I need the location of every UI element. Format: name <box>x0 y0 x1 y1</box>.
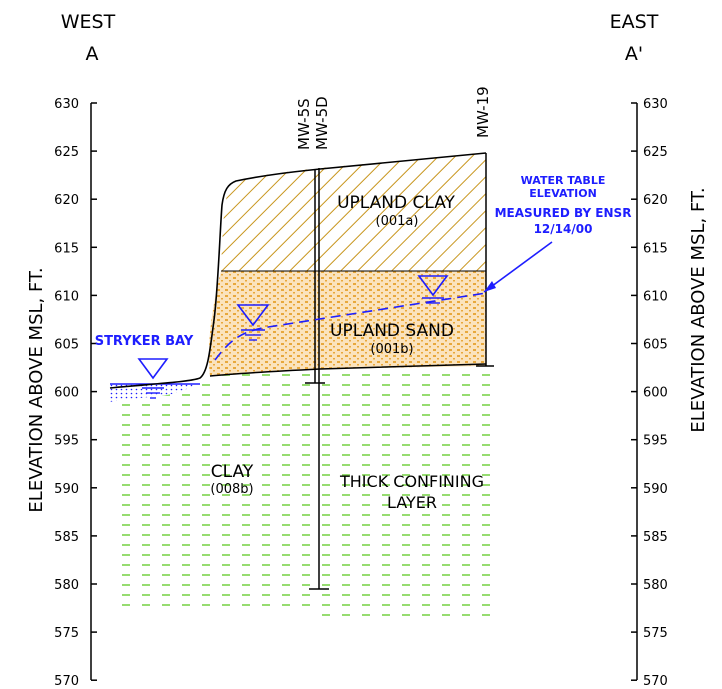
label-upland-sand: UPLAND SAND <box>330 321 454 341</box>
left-tick-label: 580 <box>54 578 79 593</box>
left-tick-label: 595 <box>54 434 79 449</box>
right-axis-ticks: 630 625 620 615 610 605 600 595 590 585 580 575 570 <box>631 97 668 689</box>
label-clay-code: (008b) <box>210 482 253 497</box>
left-tick-label: 575 <box>54 626 79 641</box>
water-level-symbol-mw19 <box>417 275 449 304</box>
left-tick-label: 620 <box>54 193 79 208</box>
water-table-note-2: ELEVATION <box>529 187 597 200</box>
right-tick-label: 600 <box>643 386 668 401</box>
west-label: WEST <box>61 11 116 33</box>
right-tick-label: 595 <box>643 434 668 449</box>
label-upland-clay: UPLAND CLAY <box>337 193 455 213</box>
left-tick-label: 615 <box>54 241 79 256</box>
clay-layer <box>110 368 494 614</box>
ground-surface-line <box>109 152 487 389</box>
well-label-mw5s: MW-5S <box>295 98 313 150</box>
right-tick-label: 630 <box>643 97 668 112</box>
upland-clay-layer <box>221 153 486 271</box>
well-label-mw5d: MW-5D <box>313 96 331 150</box>
sand-base-line <box>209 363 487 377</box>
right-tick-label: 590 <box>643 482 668 497</box>
left-axis-title: ELEVATION ABOVE MSL, FT. <box>26 267 47 512</box>
right-axis-title: ELEVATION ABOVE MSL, FT. <box>688 187 709 432</box>
east-label: EAST <box>610 11 659 33</box>
left-tick-label: 585 <box>54 530 79 545</box>
right-tick-label: 610 <box>643 289 668 304</box>
left-tick-label: 590 <box>54 482 79 497</box>
left-tick-label: 630 <box>54 97 79 112</box>
label-layer: LAYER <box>387 493 437 512</box>
left-tick-label: 610 <box>54 289 79 304</box>
right-tick-label: 620 <box>643 193 668 208</box>
left-tick-label: 605 <box>54 338 79 353</box>
label-thick-confining: THICK CONFINING <box>339 472 484 491</box>
right-tick-label: 570 <box>643 674 668 689</box>
label-clay: CLAY <box>211 462 254 482</box>
callout-arrow <box>483 241 553 293</box>
label-stryker-bay: STRYKER BAY <box>95 334 194 349</box>
well-label-mw19: MW-19 <box>474 86 492 138</box>
east-section-mark: A' <box>625 43 643 65</box>
left-axis-ticks: 630 625 620 615 610 605 600 595 590 585 580 575 570 <box>54 97 97 689</box>
right-tick-label: 615 <box>643 241 668 256</box>
water-table-line <box>214 292 487 361</box>
right-tick-label: 575 <box>643 626 668 641</box>
water-table-note-4: 12/14/00 <box>534 222 593 236</box>
clay-layer-extension <box>315 614 493 624</box>
water-level-symbol-bay <box>137 358 169 399</box>
left-tick-label: 570 <box>54 674 79 689</box>
upland-sand-layer <box>208 271 486 376</box>
right-tick-label: 605 <box>643 338 668 353</box>
left-tick-label: 625 <box>54 145 79 160</box>
left-tick-label: 600 <box>54 386 79 401</box>
water-table-note-3: MEASURED BY ENSR <box>495 206 632 220</box>
west-section-mark: A <box>86 43 99 65</box>
right-tick-label: 585 <box>643 530 668 545</box>
water-level-symbol-mw5 <box>236 304 270 341</box>
water-table-note-1: WATER TABLE <box>521 174 606 187</box>
right-tick-label: 625 <box>643 145 668 160</box>
label-upland-clay-code: (001a) <box>376 214 419 229</box>
right-tick-label: 580 <box>643 578 668 593</box>
label-upland-sand-code: (001b) <box>370 342 413 357</box>
